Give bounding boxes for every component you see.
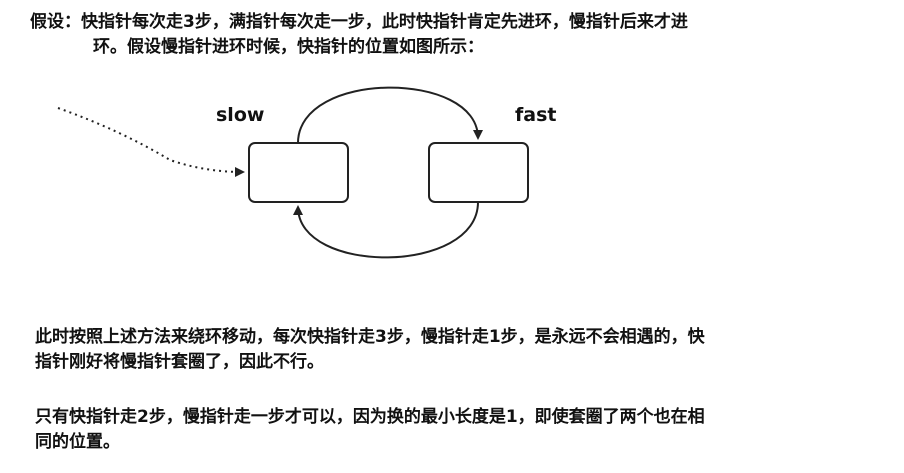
bottom-arc-arrow bbox=[293, 201, 479, 259]
assumption-line-2: 环。假设慢指针进环时候，快指针的位置如图所示： bbox=[93, 37, 484, 57]
fast-node bbox=[428, 142, 529, 203]
explanation-line-2: 指针刚好将慢指针套圈了，因此不行。 bbox=[35, 352, 324, 372]
conclusion-paragraph: 只有快指针走2步，慢指针走一步才可以，因为换的最小长度是1，即使套圈了两个也在相… bbox=[35, 405, 705, 455]
top-arc-arrow bbox=[297, 86, 483, 144]
conclusion-line-1: 只有快指针走2步，慢指针走一步才可以，因为换的最小长度是1，即使套圈了两个也在相 bbox=[35, 407, 705, 427]
fast-label: fast bbox=[515, 104, 556, 126]
conclusion-line-2: 同的位置。 bbox=[35, 432, 120, 452]
slow-node bbox=[248, 142, 349, 203]
slow-label: slow bbox=[216, 104, 264, 126]
explanation-line-1: 此时按照上述方法来绕环移动，每次快指针走3步，慢指针走1步，是永远不会相遇的，快 bbox=[35, 327, 705, 347]
assumption-paragraph: 假设：快指针每次走3步，满指针每次走一步，此时快指针肯定先进环，慢指针后来才进 … bbox=[30, 10, 688, 60]
explanation-paragraph: 此时按照上述方法来绕环移动，每次快指针走3步，慢指针走1步，是永远不会相遇的，快… bbox=[35, 325, 705, 375]
assumption-line-1: 假设：快指针每次走3步，满指针每次走一步，此时快指针肯定先进环，慢指针后来才进 bbox=[30, 12, 688, 32]
